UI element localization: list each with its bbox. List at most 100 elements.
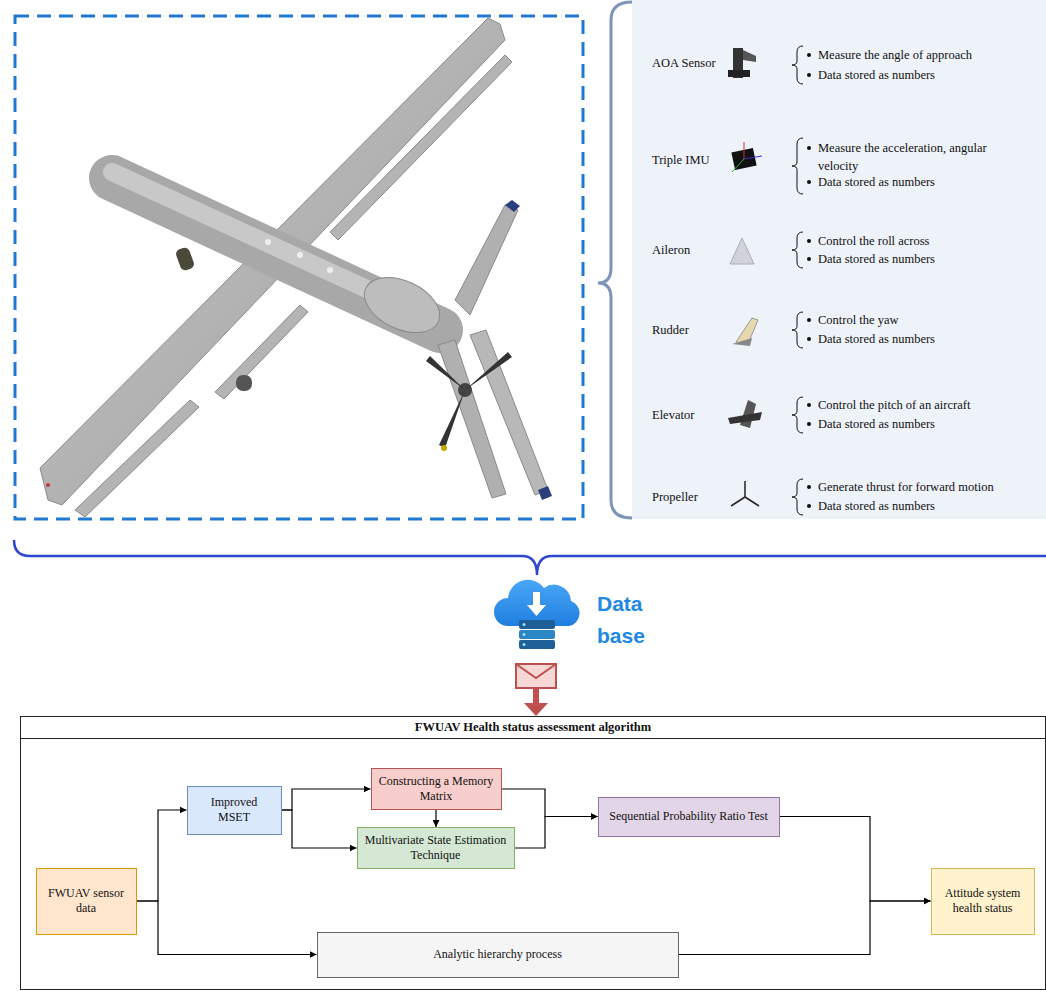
component-description: Control the pitch of an aircraft bbox=[818, 396, 1026, 414]
propeller-icon bbox=[731, 481, 759, 506]
drone-illustration bbox=[215, 305, 308, 399]
component-name: Rudder bbox=[652, 321, 689, 339]
drone-illustration bbox=[327, 267, 333, 273]
imu-icon bbox=[732, 159, 744, 172]
bullet-dot bbox=[807, 73, 811, 77]
curly-brace bbox=[792, 479, 803, 515]
drone-illustration bbox=[465, 352, 512, 390]
database-icon bbox=[527, 605, 546, 616]
database-icon bbox=[494, 580, 580, 626]
component-panel: AOA SensorMeasure the angle of approachD… bbox=[632, 0, 1046, 519]
database-icon bbox=[533, 592, 540, 606]
component-description: Generate thrust for forward motion bbox=[818, 478, 1026, 496]
component-name: Triple IMU bbox=[652, 151, 710, 169]
bullet-dot bbox=[807, 318, 811, 322]
component-name: Elevator bbox=[652, 406, 694, 424]
drone-illustration bbox=[356, 266, 449, 343]
propeller-icon bbox=[731, 497, 745, 506]
curly-brace bbox=[792, 312, 803, 348]
propeller-icon bbox=[745, 497, 759, 506]
connector-arrow bbox=[515, 817, 598, 849]
rudder-icon bbox=[732, 318, 758, 346]
bullet-dot bbox=[807, 239, 811, 243]
curly-brace bbox=[792, 232, 803, 268]
panel-background bbox=[632, 0, 1046, 519]
rudder-icon bbox=[732, 338, 752, 346]
frame-title: FWUAV Health status assessment algorithm bbox=[21, 717, 1045, 739]
process-box: Constructing a Memory Matrix bbox=[371, 768, 502, 810]
drone-illustration bbox=[46, 483, 50, 487]
drone-illustration bbox=[265, 239, 271, 245]
box-text: Attitude system health status bbox=[938, 886, 1028, 916]
connector-arrow bbox=[282, 810, 357, 848]
aoa-sensor-icon bbox=[743, 50, 756, 62]
propeller-icon bbox=[744, 481, 746, 497]
drone-illustration bbox=[40, 18, 552, 517]
database-icon bbox=[523, 623, 526, 626]
bullet-dot bbox=[807, 422, 811, 426]
drone-illustration bbox=[236, 375, 252, 391]
process-box: Multivariate State Estimation Technique bbox=[357, 827, 515, 869]
drone-illustration bbox=[426, 356, 465, 390]
connector-arrow bbox=[137, 810, 187, 901]
component-description: Data stored as numbers bbox=[818, 497, 1026, 515]
drone-illustration bbox=[538, 486, 552, 500]
dashed-frame bbox=[15, 16, 583, 519]
aoa-sensor-icon bbox=[728, 48, 756, 78]
bullet-dot bbox=[807, 257, 811, 261]
component-description: Data stored as numbers bbox=[818, 66, 1026, 84]
box-text: FWUAV sensor data bbox=[43, 886, 130, 916]
process-box: Analytic hierarchy process bbox=[317, 932, 679, 978]
box-text: Multivariate State Estimation Technique bbox=[364, 833, 508, 863]
imu-icon bbox=[744, 156, 762, 159]
database-icon bbox=[519, 620, 555, 629]
envelope-arrow bbox=[516, 664, 556, 716]
connector-arrow bbox=[780, 817, 931, 902]
box-text: Constructing a Memory Matrix bbox=[378, 774, 495, 804]
database-icon bbox=[494, 580, 580, 649]
box-text: Analytic hierarchy process bbox=[433, 947, 562, 962]
component-description: Measure the acceleration, angular veloci… bbox=[818, 139, 1026, 175]
curly-brace bbox=[792, 138, 803, 194]
drone-illustration bbox=[439, 390, 465, 448]
aileron-icon bbox=[730, 238, 754, 264]
connector-arrow bbox=[679, 901, 931, 955]
database-icon bbox=[523, 633, 526, 636]
connector-arrow bbox=[502, 789, 598, 817]
connector-arrow bbox=[435, 810, 436, 827]
process-box: Improved MSET bbox=[187, 786, 282, 835]
drone-illustration bbox=[505, 200, 520, 212]
connector-arrow bbox=[137, 901, 317, 955]
bullet-dot bbox=[807, 180, 811, 184]
imu-icon bbox=[744, 142, 745, 159]
drone-illustration bbox=[441, 445, 447, 451]
component-name: Aileron bbox=[652, 241, 690, 259]
drone-illustration bbox=[75, 400, 199, 517]
component-name: Propeller bbox=[652, 488, 698, 506]
bullet-dot bbox=[807, 403, 811, 407]
component-description: Data stored as numbers bbox=[818, 415, 1026, 433]
component-description: Control the yaw bbox=[818, 311, 1026, 329]
drone-illustration bbox=[455, 205, 518, 315]
component-description: Data stored as numbers bbox=[818, 250, 1026, 268]
curly-brace bbox=[792, 46, 803, 84]
drone-illustration bbox=[330, 55, 512, 240]
process-box: Attitude system health status bbox=[931, 868, 1035, 935]
database-icon bbox=[519, 630, 555, 639]
elevator-icon bbox=[728, 400, 762, 428]
drone-illustration bbox=[175, 246, 196, 271]
imu-icon bbox=[731, 142, 762, 172]
process-box: FWUAV sensor data bbox=[36, 868, 137, 935]
envelope-arrow bbox=[533, 688, 539, 705]
envelope-arrow bbox=[524, 703, 548, 716]
component-description: Data stored as numbers bbox=[818, 330, 1026, 348]
bullet-dot bbox=[807, 146, 811, 150]
curly-brace bbox=[792, 46, 803, 515]
envelope-arrow bbox=[516, 664, 556, 678]
process-box: Sequential Probability Ratio Test bbox=[598, 797, 780, 837]
algorithm-frame: FWUAV Health status assessment algorithm… bbox=[20, 716, 1046, 990]
database-icon bbox=[523, 643, 526, 646]
drone-illustration bbox=[297, 252, 303, 258]
elevator-icon bbox=[728, 412, 762, 424]
